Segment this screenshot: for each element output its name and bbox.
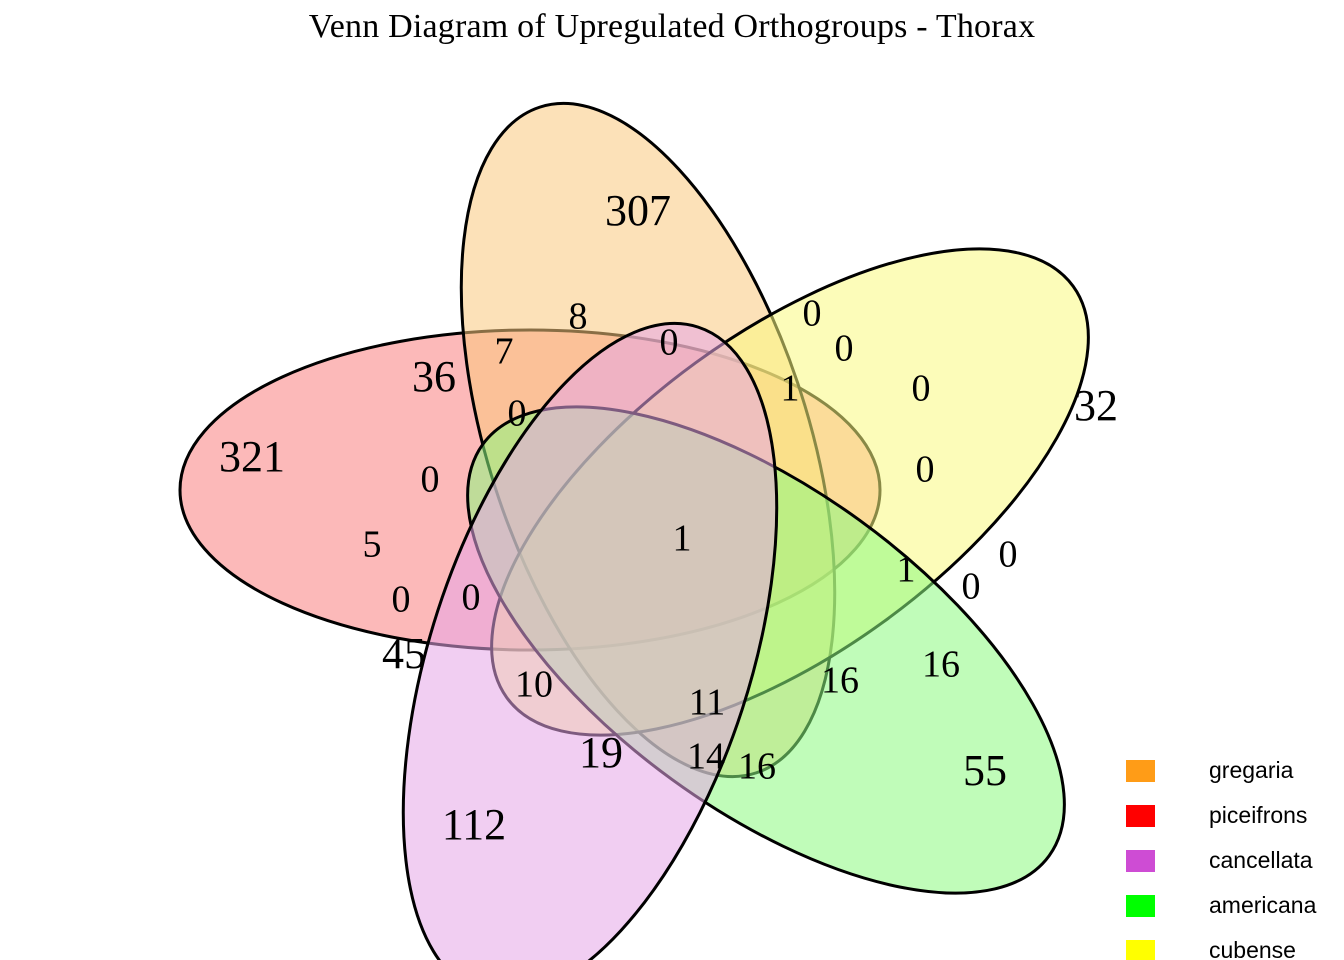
venn-count-r-16a: 16 [821,660,859,702]
venn-count-r-0b: 0 [803,293,822,335]
venn-count-cancellata-only: 112 [442,800,506,849]
venn-count-r-45: 45 [382,629,426,678]
venn-count-r-0a: 0 [660,322,679,364]
venn-count-r-0g: 0 [916,449,935,491]
venn-count-r-5: 5 [363,524,382,566]
venn-count-r-0k: 0 [462,577,481,619]
venn-count-r-7: 7 [495,331,514,373]
venn-ellipse-group [178,101,1090,960]
venn-count-gregaria-only: 307 [605,186,671,235]
legend-label-americana: americana [1209,892,1317,918]
venn-count-r-0c: 0 [835,328,854,370]
venn-count-cubense-only: 32 [1074,381,1118,430]
legend-swatch-cubense [1126,939,1155,960]
venn-count-piceifrons-only: 321 [219,432,285,481]
legend-item-cubense: cubense [1126,928,1344,960]
venn-count-r-14: 14 [687,736,725,778]
legend-item-piceifrons: piceifrons [1126,793,1344,838]
venn-ellipse-cancellata [401,321,779,960]
venn-count-r-36: 36 [412,352,456,401]
venn-count-r-0e: 0 [508,393,527,435]
venn-count-americana-only: 55 [963,746,1007,795]
venn-count-r-10: 10 [515,664,553,706]
legend-swatch-americana [1126,894,1155,917]
legend-swatch-cancellata [1126,849,1155,872]
legend-label-gregaria: gregaria [1209,757,1294,783]
venn-count-r-16b: 16 [922,644,960,686]
legend-swatch-piceifrons [1126,804,1155,827]
venn-count-r-1d: 1 [897,549,916,591]
legend-swatch-gregaria [1126,759,1155,782]
venn-count-r-0h: 0 [962,566,981,608]
legend-label-cubense: cubense [1209,937,1296,960]
legend-item-cancellata: cancellata [1126,838,1344,883]
venn-count-r-1c: 1 [673,518,692,560]
legend: gregaria piceifrons cancellata americana cub… [1126,748,1344,960]
legend-item-gregaria: gregaria [1126,748,1344,793]
legend-label-cancellata: cancellata [1209,847,1313,873]
venn-count-r-0j: 0 [392,579,411,621]
legend-item-americana: americana [1126,883,1344,928]
venn-count-r-8: 8 [569,296,588,338]
legend-label-piceifrons: piceifrons [1209,802,1308,828]
venn-count-r-19: 19 [579,728,623,777]
venn-count-r-0i: 0 [999,534,1018,576]
venn-count-r-1a: 1 [781,368,800,410]
venn-count-r-16c: 16 [738,746,776,788]
venn-count-r-0f: 0 [421,459,440,501]
venn-count-r-11: 11 [689,682,726,724]
page-title: Venn Diagram of Upregulated Orthogroups … [308,8,1036,45]
venn-count-r-0d: 0 [912,368,931,410]
